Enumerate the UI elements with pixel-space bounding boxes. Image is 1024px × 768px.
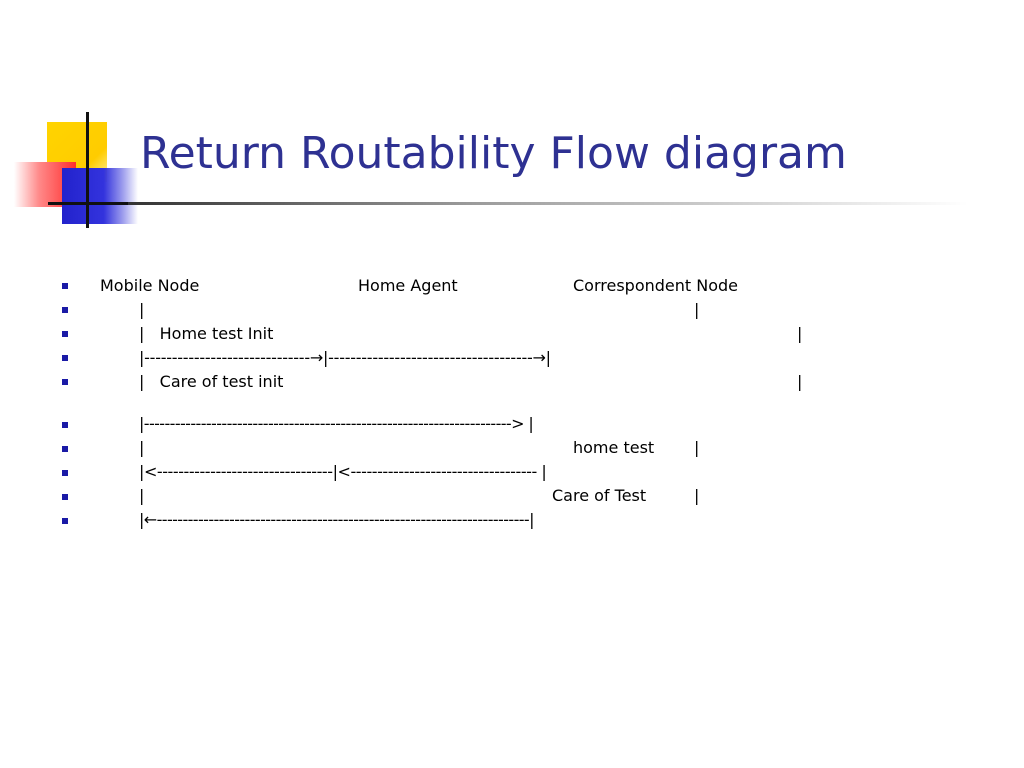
header-home-agent: Home Agent: [358, 276, 458, 295]
care-of-test-arrow: |←--------------------------------------…: [139, 510, 534, 529]
header-mobile-node: Mobile Node: [100, 276, 200, 295]
slide-title: Return Routability Flow diagram: [140, 128, 847, 179]
care-of-test-label: Care of Test: [552, 486, 647, 505]
square-bullet-icon: [62, 422, 68, 428]
square-bullet-icon: [62, 355, 68, 361]
right-lifeline: |: [797, 372, 803, 391]
mobile-node-lifeline: |: [139, 300, 145, 319]
header-correspondent-node: Correspondent Node: [573, 276, 739, 295]
square-bullet-icon: [62, 307, 68, 313]
correspondent-lifeline: |: [694, 486, 700, 505]
square-bullet-icon: [62, 518, 68, 524]
home-test-init-label: | Home test Init: [139, 324, 274, 343]
square-bullet-icon: [62, 494, 68, 500]
care-of-test-init-arrow: |---------------------------------------…: [139, 414, 534, 433]
home-test-label: home test: [573, 438, 655, 457]
mobile-node-lifeline: |: [139, 486, 145, 505]
care-of-test-init-label: | Care of test init: [139, 372, 284, 391]
square-bullet-icon: [62, 283, 68, 289]
home-test-init-arrow: |------------------------------→|-------…: [139, 348, 551, 367]
square-bullet-icon: [62, 446, 68, 452]
right-lifeline: |: [797, 324, 803, 343]
title-underline: [128, 202, 968, 205]
correspondent-lifeline: |: [694, 438, 700, 457]
correspondent-lifeline: |: [694, 300, 700, 319]
square-bullet-icon: [62, 379, 68, 385]
mobile-node-lifeline: |: [139, 438, 145, 457]
logo-vertical-line: [86, 112, 89, 228]
square-bullet-icon: [62, 470, 68, 476]
logo-blue-square: [62, 168, 138, 224]
logo-horizontal-line: [48, 202, 130, 205]
square-bullet-icon: [62, 331, 68, 337]
home-test-arrow: |<---------------------------------|<---…: [139, 462, 547, 481]
